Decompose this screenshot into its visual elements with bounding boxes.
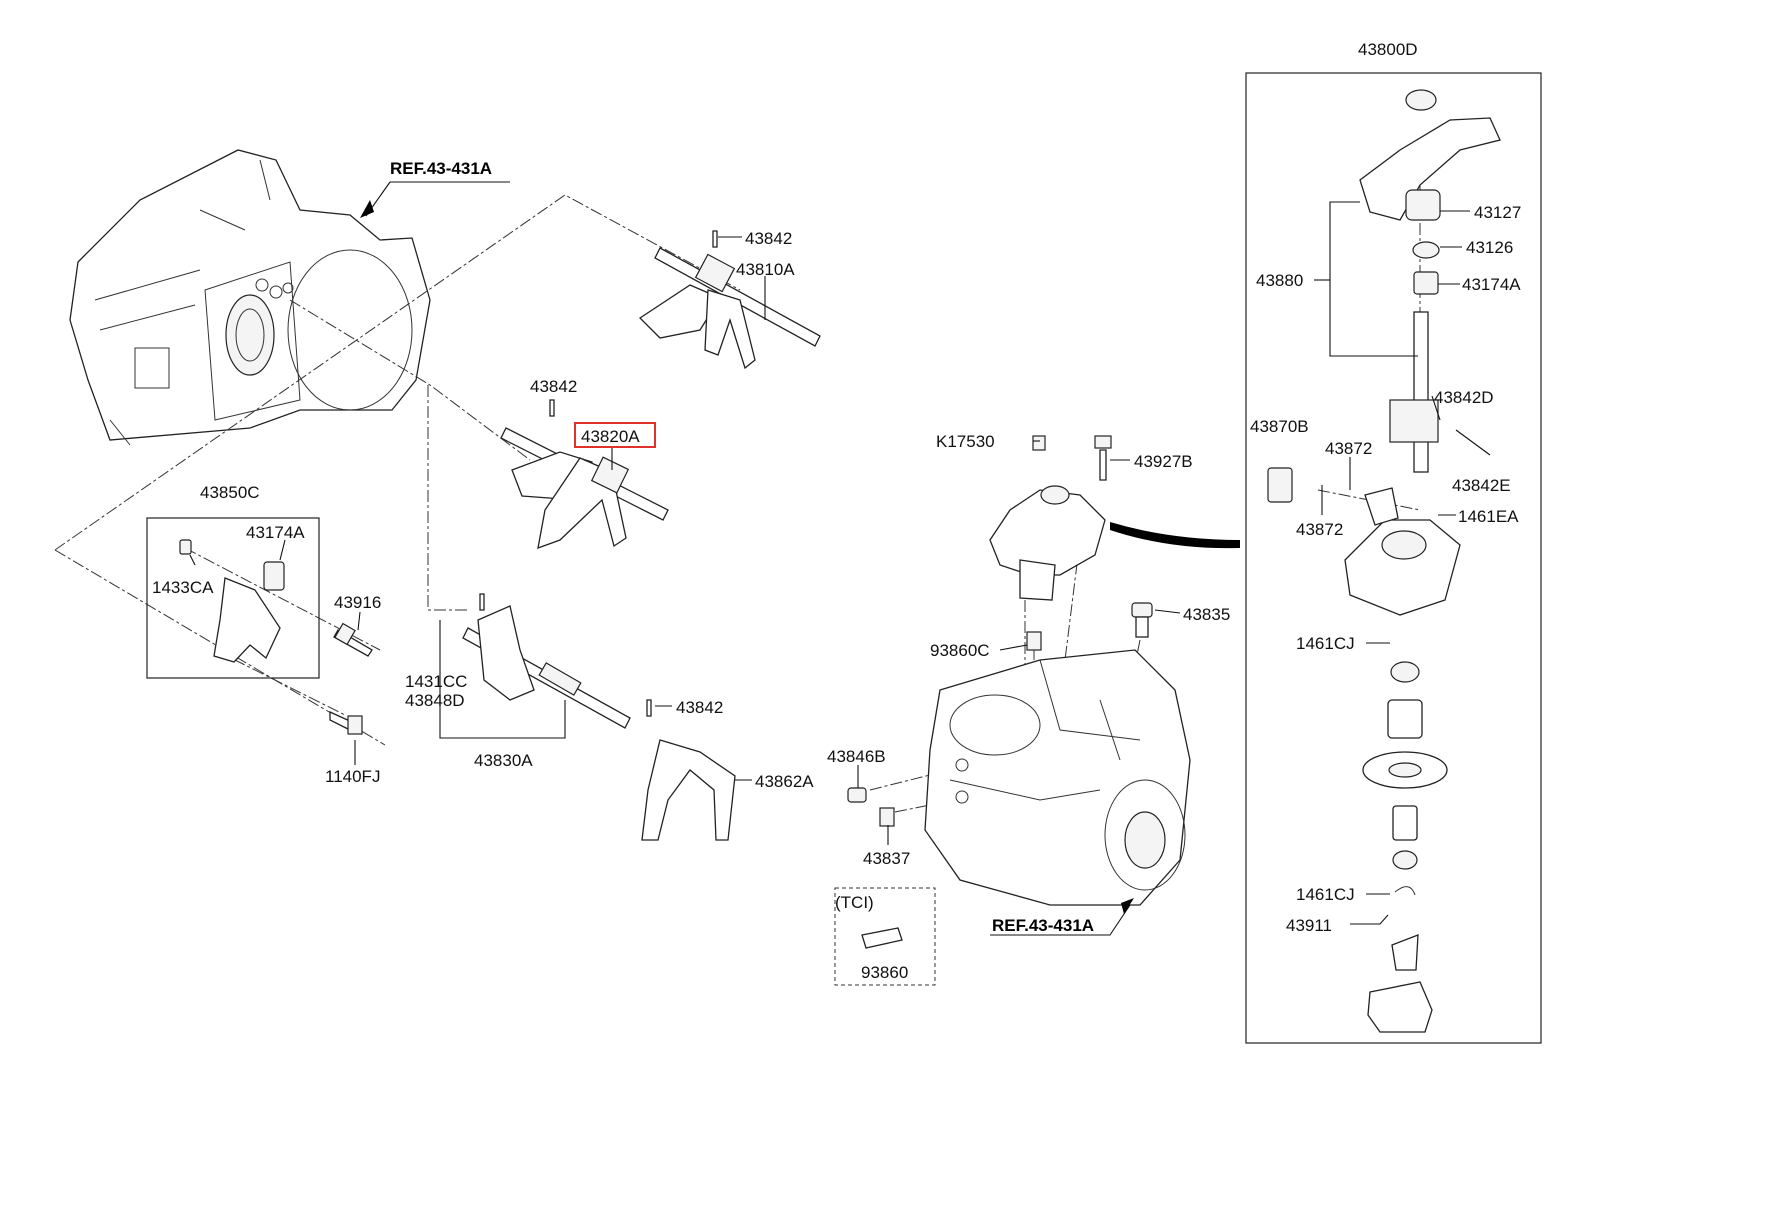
label-43842-c: 43842 [676,698,723,717]
label-93860C: 93860C [930,641,990,660]
transmission-case-left-illustration [69,149,431,446]
shift-fork-43810A-illustration [638,230,821,370]
leader-lines [189,210,1491,925]
label-43842-b: 43842 [530,377,577,396]
label-43174A-left: 43174A [246,523,305,542]
tci-option-box [834,887,936,986]
label-1461CJ-bottom: 1461CJ [1296,885,1355,904]
label-1461EA: 1461EA [1458,507,1519,526]
label-43842D: 43842D [1434,388,1494,407]
part-labels: 43800D 43127 43126 43880 43174A 43842D 4… [152,40,1521,982]
label-43850C: 43850C [200,483,260,502]
control-cover-illustration [1267,467,1461,616]
label-43862A: 43862A [755,772,814,791]
bracket-43880 [1329,201,1418,357]
ref-label-bottom: REF.43-431A [992,916,1094,935]
label-43880: 43880 [1256,271,1303,290]
label-43848D: 43848D [405,691,465,710]
spring-stack-illustration [1362,661,1448,1033]
bolt-43835-illustration [1131,602,1153,638]
label-43911: 43911 [1286,916,1332,935]
bolt-43916-illustration [333,622,373,657]
shift-fork-43820A-illustration [500,399,669,549]
label-43870B: 43870B [1250,417,1309,436]
label-K17530: K17530 [936,432,995,451]
plug-43837-illustration [879,807,895,827]
assembly-box-43850C [146,517,320,679]
exploded-parts-diagram: REF.43-431A [54,40,1542,1044]
label-43842-a: 43842 [745,229,792,248]
plug-43846B-illustration [847,787,867,803]
label-43872-top: 43872 [1325,439,1372,458]
label-43927B: 43927B [1134,452,1193,471]
label-1140FJ: 1140FJ [325,767,380,786]
shift-lever-43850C-illustration [179,539,285,663]
assembly-connector-arrow [1110,522,1240,549]
label-43837: 43837 [863,849,910,868]
label-43846B: 43846B [827,747,886,766]
label-43835: 43835 [1183,605,1230,624]
shift-control-housing-illustration [989,435,1112,601]
label-1461CJ-top: 1461CJ [1296,634,1355,653]
label-tci: (TCI) [835,893,874,912]
ref-label-top: REF.43-431A [390,159,492,178]
label-43800D: 43800D [1358,40,1418,59]
shift-rail-43830A-illustration [462,593,631,729]
label-43820A: 43820A [581,427,640,446]
label-43126: 43126 [1466,238,1513,257]
highlight-box-43820A [574,422,656,448]
label-43127: 43127 [1474,203,1521,222]
shift-fork-43862A-illustration [641,699,736,841]
label-43872-bottom: 43872 [1296,520,1343,539]
label-43810A: 43810A [736,260,795,279]
ref-arrow-icon [1121,898,1134,914]
sensor-93860C-illustration [1026,631,1042,660]
label-43916: 43916 [334,593,381,612]
ref-arrow-icon [360,200,374,218]
gearbox-housing-illustration [924,649,1191,906]
label-1433CA: 1433CA [152,578,214,597]
assembly-box-43800D [1245,72,1542,1044]
sensor-93860-illustration [861,927,903,949]
shift-lever-assembly-illustration [1359,89,1501,473]
bolt-1140FJ-illustration [329,710,363,735]
label-93860: 93860 [861,963,908,982]
label-43174A-right: 43174A [1462,275,1521,294]
label-43830A: 43830A [474,751,533,770]
label-1431CC: 1431CC [405,672,467,691]
label-43842E: 43842E [1452,476,1511,495]
